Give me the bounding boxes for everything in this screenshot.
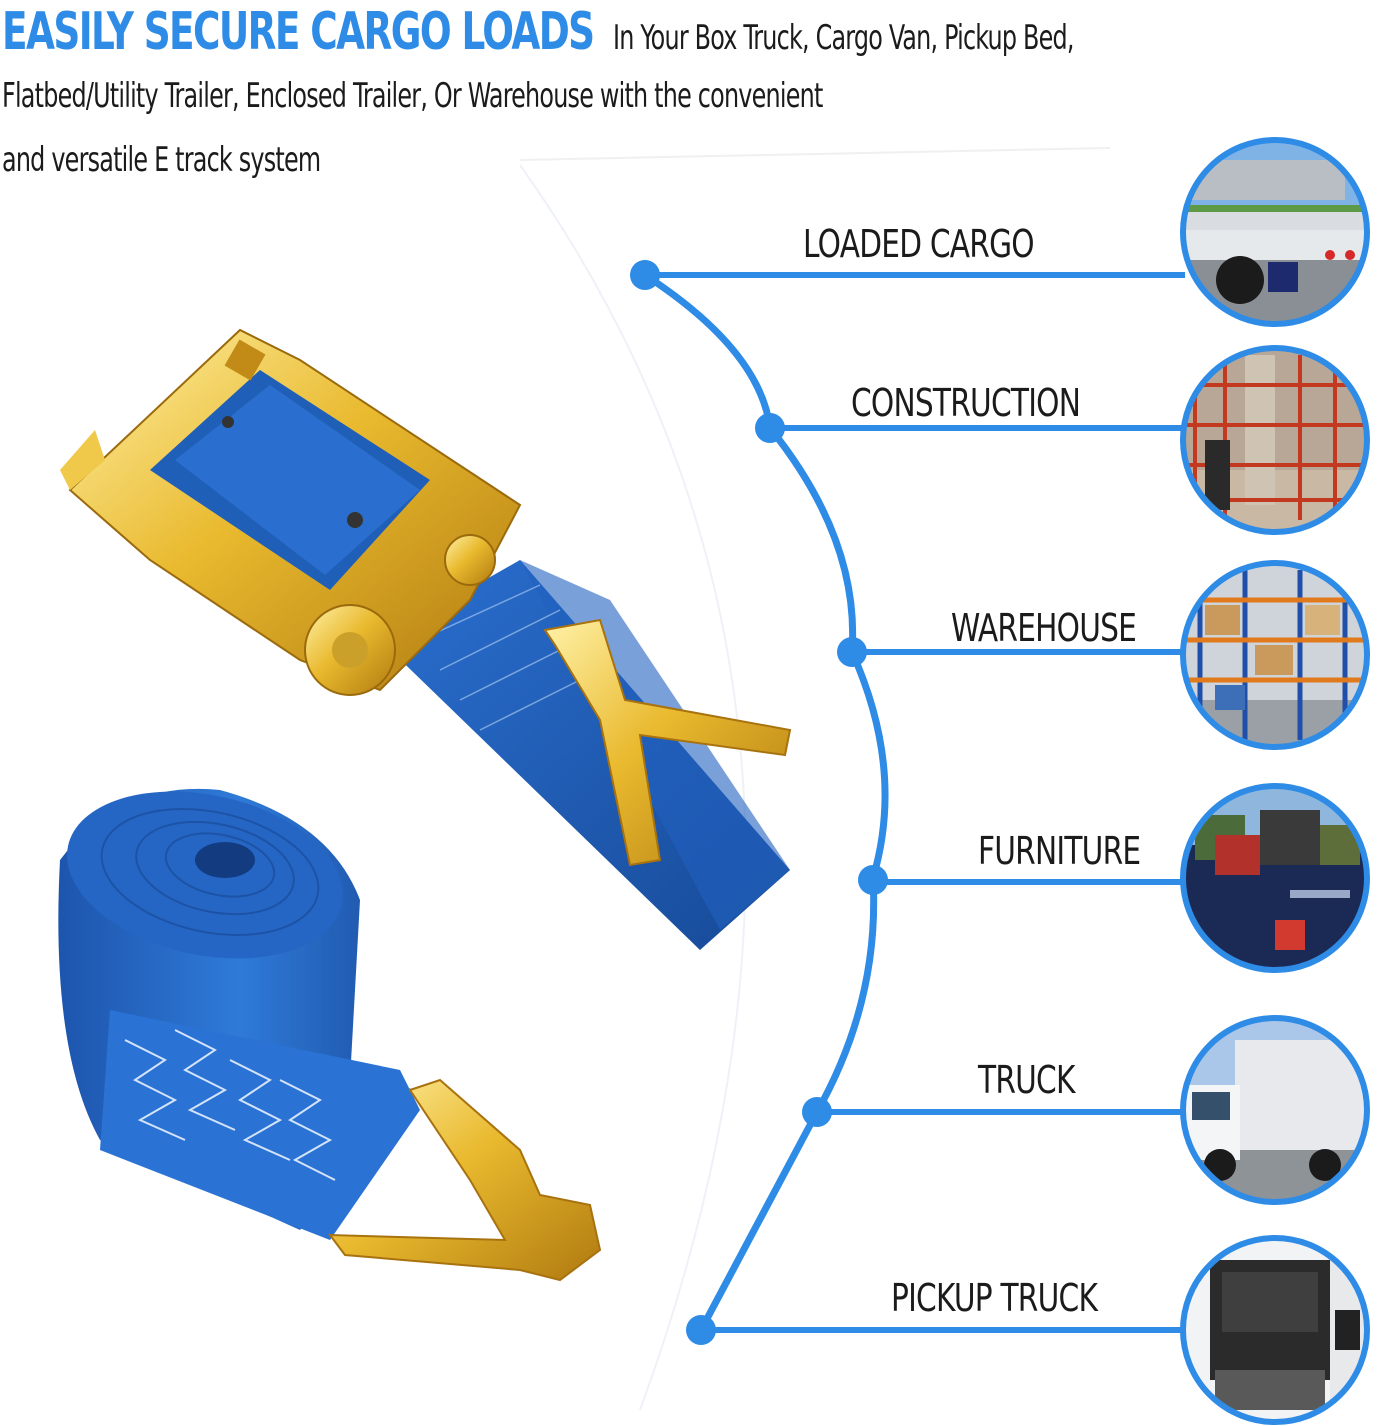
dot-pickup-truck xyxy=(686,1315,716,1345)
label-furniture: FURNITURE xyxy=(978,829,1141,873)
strap-roll xyxy=(58,788,420,1240)
connector-dots xyxy=(630,260,888,1345)
warehouse-racks-photo xyxy=(1180,560,1370,750)
background-line xyxy=(519,147,1111,161)
headline-line-2: Flatbed/Utility Trailer, Enclosed Traile… xyxy=(2,76,1054,116)
ratchet-buckle xyxy=(60,328,522,696)
headline-sub-1: In Your Box Truck, Cargo Van, Pickup Bed… xyxy=(613,18,1075,58)
headline-line-3: and versatile E track system xyxy=(2,140,410,180)
construction-site-photo xyxy=(1180,345,1370,535)
dot-construction xyxy=(755,413,785,443)
label-construction: CONSTRUCTION xyxy=(851,381,1081,425)
label-pickup-truck: PICKUP TRUCK xyxy=(891,1276,1098,1320)
headline-brand: EASILY SECURE CARGO LOADS xyxy=(2,2,595,62)
connector-lines xyxy=(645,272,1185,1333)
pickup-bed-cargo-photo xyxy=(1180,783,1370,973)
flatbed-trailer-photo xyxy=(1180,137,1370,327)
dot-furniture xyxy=(858,865,888,895)
headline-sub-2: Flatbed/Utility Trailer, Enclosed Traile… xyxy=(2,76,823,116)
dot-loaded-cargo xyxy=(630,260,660,290)
headline: EASILY SECURE CARGO LOADS In Your Box Tru… xyxy=(0,0,1386,190)
box-truck-photo xyxy=(1180,1015,1370,1205)
headline-line-1: EASILY SECURE CARGO LOADS In Your Box Tru… xyxy=(2,2,1204,62)
hook-upper xyxy=(543,618,792,867)
label-loaded-cargo: LOADED CARGO xyxy=(803,222,1035,266)
headline-sub-3: and versatile E track system xyxy=(2,140,321,180)
label-truck: TRUCK xyxy=(978,1058,1075,1102)
hook-lower xyxy=(327,1078,602,1282)
label-warehouse: WAREHOUSE xyxy=(951,606,1137,650)
cargo-van-interior-photo xyxy=(1180,1235,1370,1425)
dot-truck xyxy=(802,1097,832,1127)
dot-warehouse xyxy=(837,637,867,667)
